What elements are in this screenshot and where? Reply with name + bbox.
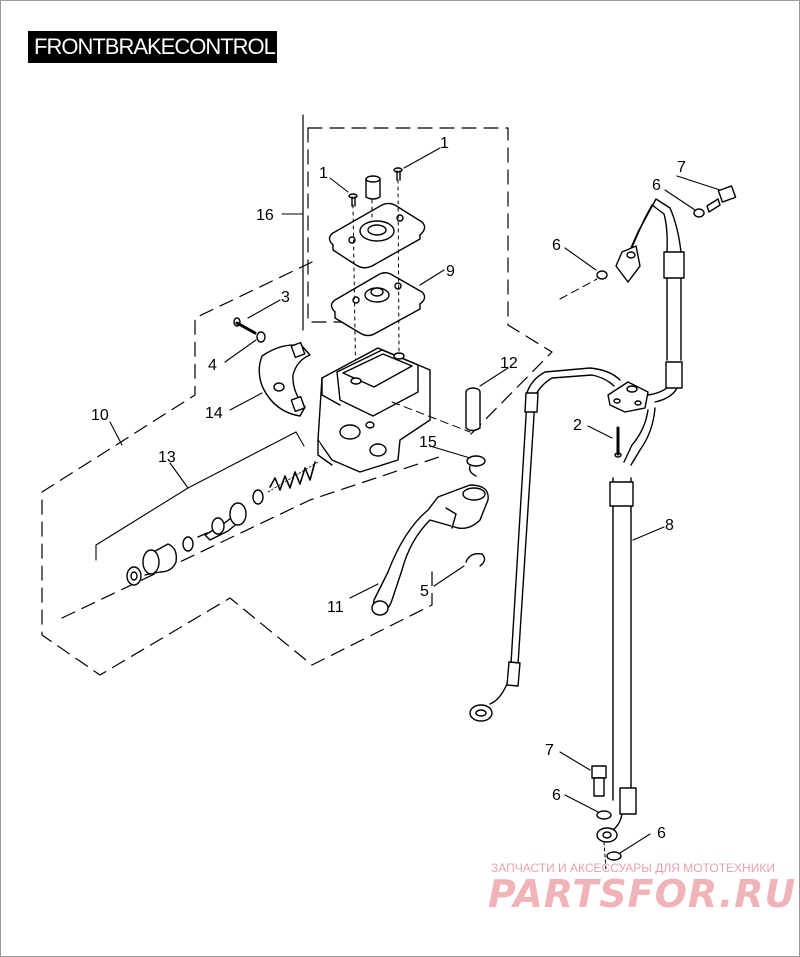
washer-6-mid [596, 270, 608, 280]
callout-12: 12 [500, 355, 518, 372]
master-cylinder-body [317, 347, 431, 473]
banjo-bolt-top [706, 185, 737, 213]
callout-5: 5 [420, 583, 429, 600]
brake-line-lower [596, 407, 656, 843]
handlebar-clamp [258, 341, 311, 417]
brake-lever [371, 484, 489, 616]
pivot-pin [465, 387, 481, 432]
piston-seal [252, 489, 264, 505]
piston-o-ring [182, 536, 194, 552]
callout-6-bottom-b: 6 [657, 825, 666, 842]
callout-1-b: 1 [440, 135, 449, 152]
callout-6-bottom-a: 6 [552, 787, 561, 804]
clamp-screw [233, 317, 257, 335]
washer-6-bottom-a [596, 810, 612, 820]
callout-6-top: 6 [652, 177, 661, 194]
diagram-title: FRONTBRAKECONTROL [28, 31, 277, 63]
callout-2: 2 [573, 417, 582, 434]
brake-line-left [469, 367, 621, 722]
reservoir-plug [365, 175, 381, 200]
callout-10: 10 [91, 407, 109, 424]
callout-9: 9 [446, 263, 455, 280]
screw-1-left [348, 193, 358, 207]
callout-11: 11 [327, 599, 344, 616]
banjo-bolt-bottom [591, 765, 607, 797]
callout-13: 13 [158, 449, 176, 466]
screw-1-right [393, 167, 403, 181]
callout-14: 14 [205, 405, 223, 422]
piston-spring [267, 461, 319, 493]
watermark-tagline: ЗАПЧАСТИ И АКСЕССУАРЫ ДЛЯ МОТОТЕХНИКИ [491, 861, 775, 875]
washer-6-top [693, 208, 705, 218]
assembly-outline-16 [307, 127, 553, 436]
dust-boot [126, 543, 178, 586]
callout-15: 15 [419, 434, 437, 451]
assembly-outline-10 [41, 261, 446, 676]
callout-6-mid: 6 [552, 237, 561, 254]
piston [197, 502, 247, 541]
alignment-lines [352, 179, 400, 396]
watermark-brand: PARTSFOR.RU [488, 872, 797, 916]
diaphragm [330, 272, 426, 337]
callout-1-a: 1 [319, 165, 328, 182]
reservoir-cover [328, 202, 426, 269]
lever-spring [466, 455, 486, 477]
washer-6-bottom-b [606, 851, 622, 861]
junction-screw [614, 426, 622, 458]
junction-block [607, 381, 649, 413]
callout-16: 16 [256, 207, 274, 224]
clamp-washer [256, 331, 266, 343]
brake-line-upper [615, 198, 685, 403]
leader-lines [95, 147, 721, 854]
callout-3: 3 [281, 289, 290, 306]
callout-7-bottom: 7 [545, 742, 554, 759]
callout-8: 8 [665, 517, 674, 534]
callout-7-top: 7 [677, 159, 686, 176]
callout-4: 4 [208, 357, 217, 374]
retaining-ring [465, 552, 486, 567]
